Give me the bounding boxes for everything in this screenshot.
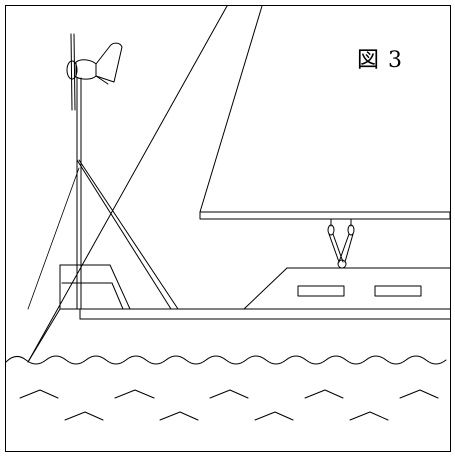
- waterline-waves: [5, 355, 447, 365]
- forestay-line: [27, 5, 228, 363]
- figure-frame: [5, 5, 451, 452]
- wave-marks: [19, 389, 439, 421]
- mainsheet-blocks: [327, 218, 355, 269]
- stern-rail: [59, 264, 131, 310]
- mainsail: [199, 5, 451, 213]
- cabin: [243, 267, 451, 310]
- wind-generator-mast: [27, 77, 179, 310]
- figure-label: 図 3: [357, 48, 403, 73]
- hull: [27, 308, 451, 363]
- wind-turbine: [66, 33, 123, 111]
- boom: [199, 211, 451, 220]
- cabin-window-2: [374, 285, 422, 297]
- cabin-window-1: [297, 285, 345, 297]
